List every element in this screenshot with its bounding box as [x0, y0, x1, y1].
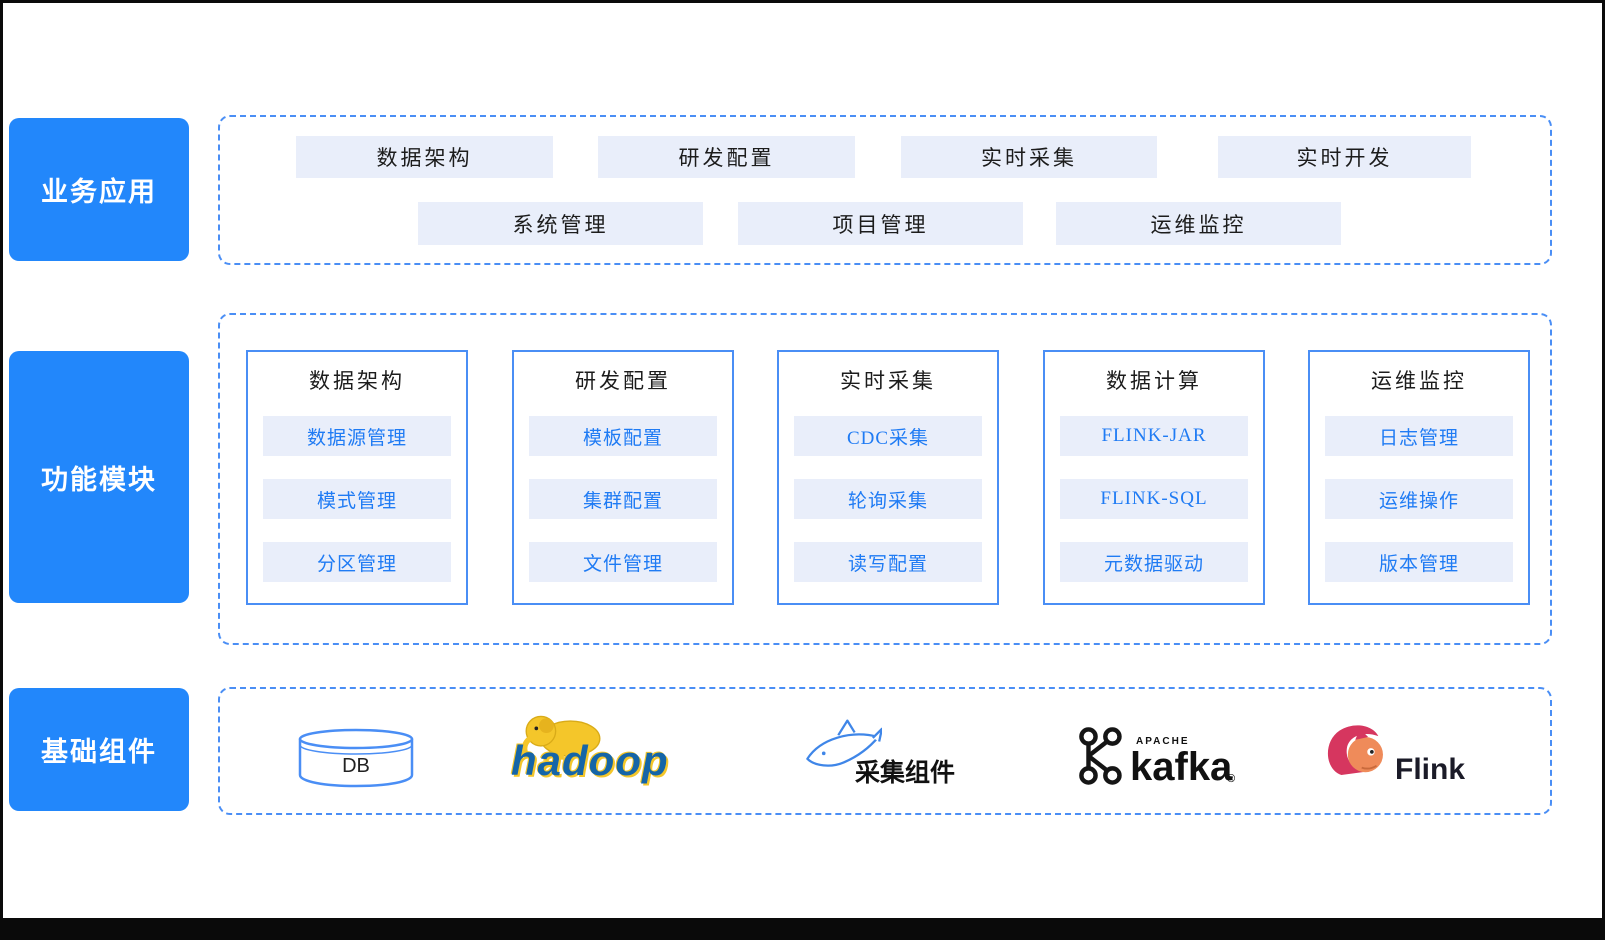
- module-item: 分区管理: [263, 542, 451, 582]
- app-pill-ops-monitor: 运维监控: [1056, 202, 1341, 245]
- app-pill-realtime-collect: 实时采集: [901, 136, 1157, 178]
- flink-label: Flink: [1395, 753, 1466, 786]
- module-item: 日志管理: [1325, 416, 1513, 456]
- kafka-registered-mark: ®: [1227, 773, 1236, 785]
- module-item: 模式管理: [263, 479, 451, 519]
- side-label-function-modules: 功能模块: [9, 351, 189, 603]
- kafka-apache-label: APACHE: [1136, 736, 1190, 747]
- module-item: 元数据驱动: [1060, 542, 1248, 582]
- module-col-data-architecture: 数据架构 数据源管理 模式管理 分区管理: [246, 350, 468, 605]
- module-item: 轮询采集: [794, 479, 982, 519]
- app-pill-data-architecture: 数据架构: [296, 136, 553, 178]
- app-pill-project-mgmt: 项目管理: [738, 202, 1023, 245]
- kafka-molecule-icon: [1079, 727, 1122, 785]
- kafka-label: kafka: [1130, 745, 1233, 789]
- module-title: 数据架构: [309, 369, 405, 393]
- module-item: FLINK-SQL: [1060, 479, 1248, 519]
- module-item: 运维操作: [1325, 479, 1513, 519]
- module-item: 文件管理: [529, 542, 717, 582]
- module-col-dev-config: 研发配置 模板配置 集群配置 文件管理: [512, 350, 734, 605]
- module-col-data-compute: 数据计算 FLINK-JAR FLINK-SQL 元数据驱动: [1043, 350, 1265, 605]
- module-title: 实时采集: [840, 369, 936, 393]
- module-col-realtime-collect: 实时采集 CDC采集 轮询采集 读写配置: [777, 350, 999, 605]
- database-cylinder-icon: [298, 728, 414, 788]
- module-title: 数据计算: [1106, 369, 1202, 393]
- collector-label: 采集组件: [855, 759, 956, 787]
- module-title: 运维监控: [1371, 369, 1467, 393]
- side-label-business-apps: 业务应用: [9, 118, 189, 261]
- db-label: DB: [342, 755, 370, 777]
- app-pill-realtime-dev: 实时开发: [1218, 136, 1471, 178]
- hadoop-elephant-icon: [521, 715, 601, 760]
- module-item: 数据源管理: [263, 416, 451, 456]
- module-item: FLINK-JAR: [1060, 416, 1248, 456]
- flink-squirrel-icon: [1327, 725, 1383, 775]
- shark-icon: [806, 719, 882, 767]
- module-title: 研发配置: [575, 369, 671, 393]
- app-pill-system-mgmt: 系统管理: [418, 202, 703, 245]
- module-item: 版本管理: [1325, 542, 1513, 582]
- module-item: 集群配置: [529, 479, 717, 519]
- module-item: CDC采集: [794, 416, 982, 456]
- module-item: 模板配置: [529, 416, 717, 456]
- module-item: 读写配置: [794, 542, 982, 582]
- hadoop-label: hadoop: [511, 737, 669, 784]
- app-pill-dev-config: 研发配置: [598, 136, 855, 178]
- side-label-base-components: 基础组件: [9, 688, 189, 811]
- module-col-ops-monitor: 运维监控 日志管理 运维操作 版本管理: [1308, 350, 1530, 605]
